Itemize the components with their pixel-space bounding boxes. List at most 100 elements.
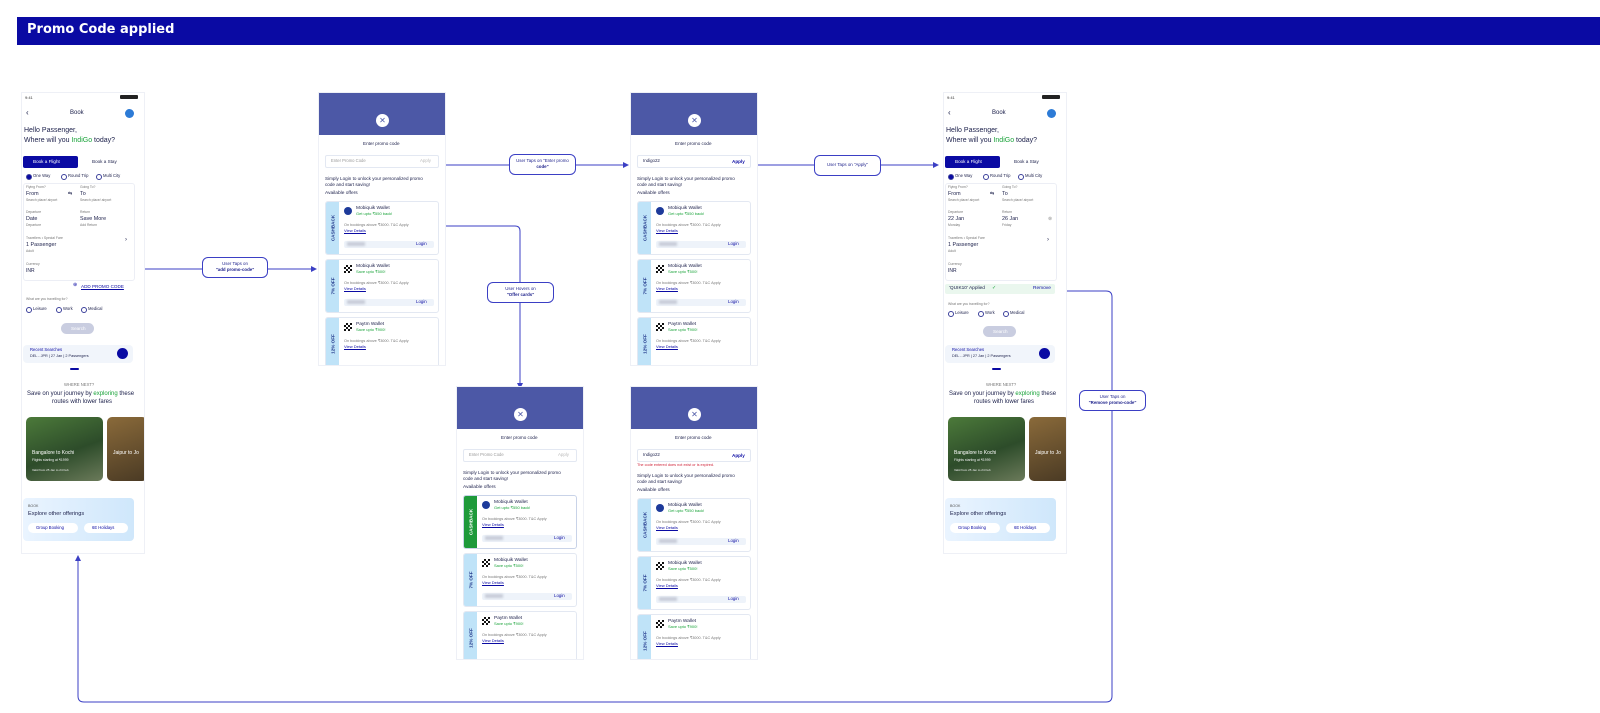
return-hint: Friday	[1002, 223, 1012, 227]
view-details-link[interactable]: View Details	[656, 228, 678, 233]
offer-login-button[interactable]: Login	[728, 241, 739, 246]
sheet-title: Enter promo code	[363, 141, 400, 146]
tab-book-flight[interactable]: Book a Flight	[945, 156, 1000, 168]
add-promo-button[interactable]: ⊕ADD PROMO CODE	[72, 282, 130, 290]
tab-book-stay[interactable]: Book a Stay	[92, 159, 117, 164]
apply-button[interactable]: Apply	[732, 159, 745, 164]
apply-button[interactable]: Apply	[732, 453, 745, 458]
back-icon[interactable]: ‹	[948, 108, 951, 117]
view-details-link[interactable]: View Details	[656, 525, 678, 530]
offer-login-button[interactable]: Login	[554, 593, 565, 598]
departure-field[interactable]: 22 Jan	[948, 216, 965, 222]
offer-benefit: Get upto ₹550 back!	[494, 505, 531, 510]
swap-icon[interactable]: ⇆	[990, 191, 995, 197]
view-details-link[interactable]: View Details	[482, 638, 504, 643]
holidays-button[interactable]: 6E Holidays	[1006, 523, 1050, 533]
view-details-link[interactable]: View Details	[656, 583, 678, 588]
radio-leisure[interactable]	[948, 311, 954, 317]
tab-book-flight[interactable]: Book a Flight	[23, 156, 78, 168]
recent-go-icon[interactable]	[117, 348, 128, 359]
view-details-link[interactable]: View Details	[656, 286, 678, 291]
radio-one-way[interactable]	[948, 174, 954, 180]
offer-login-button[interactable]: Login	[728, 299, 739, 304]
view-details-link[interactable]: View Details	[344, 344, 366, 349]
tab-book-stay[interactable]: Book a Stay	[1014, 159, 1039, 164]
back-icon[interactable]: ‹	[26, 108, 29, 117]
radio-one-way[interactable]	[26, 174, 32, 180]
view-details-link[interactable]: View Details	[482, 522, 504, 527]
view-details-link[interactable]: View Details	[656, 344, 678, 349]
group-booking-button[interactable]: Group Booking	[950, 523, 1000, 533]
apply-button[interactable]: Apply	[420, 158, 431, 163]
error-message: The code entered does not exist or is ex…	[637, 463, 715, 467]
offer-strip-3: 12% OFF	[464, 612, 477, 659]
close-icon[interactable]: ✕	[514, 408, 527, 421]
recent-searches-card[interactable]	[945, 345, 1055, 363]
radio-medical[interactable]	[81, 307, 87, 313]
currency-field[interactable]: INR	[948, 268, 957, 274]
radio-work[interactable]	[56, 307, 62, 313]
remove-promo-button[interactable]: Remove	[1033, 286, 1051, 291]
radio-medical[interactable]	[1003, 311, 1009, 317]
to-field[interactable]: To	[1002, 191, 1008, 197]
view-details-link[interactable]: View Details	[344, 228, 366, 233]
offer-login-button[interactable]: Login	[728, 538, 739, 543]
from-field[interactable]: From	[26, 191, 39, 197]
offer-login-button[interactable]: Login	[728, 596, 739, 601]
radio-leisure[interactable]	[26, 307, 32, 313]
mobikwik-logo-icon	[344, 265, 352, 273]
from-field[interactable]: From	[948, 191, 961, 197]
group-booking-button[interactable]: Group Booking	[28, 523, 78, 533]
tile2-title: Jaipur to Jo	[113, 450, 139, 456]
close-icon[interactable]: ✕	[688, 114, 701, 127]
recent-searches-card[interactable]	[23, 345, 133, 363]
radio-round-trip[interactable]	[983, 174, 989, 180]
pax-field[interactable]: 1 Passenger	[26, 242, 57, 248]
currency-field[interactable]: INR	[26, 268, 35, 274]
offer-login-button[interactable]: Login	[416, 299, 427, 304]
holidays-button[interactable]: 6E Holidays	[84, 523, 128, 533]
route-tile-2[interactable]: Jaipur to Jo	[107, 417, 144, 481]
return-field[interactable]: 26 Jan	[1002, 216, 1019, 222]
search-button[interactable]: Search	[983, 326, 1016, 337]
close-icon[interactable]: ✕	[376, 114, 389, 127]
search-button[interactable]: Search	[61, 323, 94, 334]
offer-login-button[interactable]: Login	[416, 241, 427, 246]
to-field[interactable]: To	[80, 191, 86, 197]
return-field[interactable]: Save More	[80, 216, 107, 222]
view-details-link[interactable]: View Details	[344, 286, 366, 291]
pax-field[interactable]: 1 Passenger	[948, 242, 979, 248]
recent-go-icon[interactable]	[1039, 348, 1050, 359]
view-details-link[interactable]: View Details	[656, 641, 678, 646]
radio-multi-city[interactable]	[96, 174, 102, 180]
close-icon[interactable]: ✕	[688, 408, 701, 421]
swap-icon[interactable]: ⇆	[68, 191, 73, 197]
radio-round-trip[interactable]	[61, 174, 67, 180]
apply-button[interactable]: Apply	[558, 452, 569, 457]
clear-return-icon[interactable]: ⊗	[1048, 216, 1053, 222]
offer-login-button[interactable]: Login	[554, 535, 565, 540]
view-details-link[interactable]: View Details	[482, 580, 504, 585]
route-tile-2[interactable]: Jaipur to Jo	[1029, 417, 1066, 481]
radio-multi-city[interactable]	[1018, 174, 1024, 180]
radio-work[interactable]	[978, 311, 984, 317]
departure-field[interactable]: Date	[26, 216, 38, 222]
